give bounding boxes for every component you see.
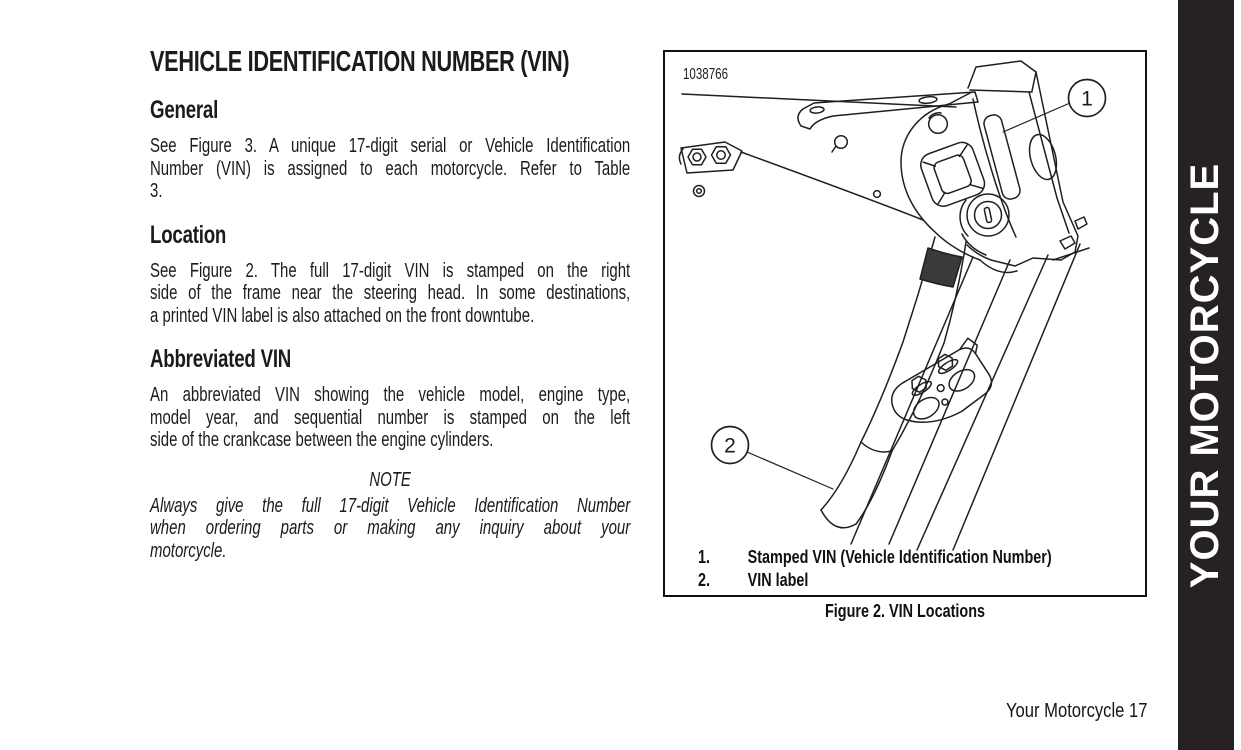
section-body-location: See Figure 2. The full 17-digit VIN is s… [150,260,630,328]
callout-1-leader [1002,102,1071,133]
figure-caption: Figure 2. VIN Locations [824,601,986,621]
text-line: See Figure 2. The full 17-digit VIN is s… [150,259,631,282]
downtube-collar-band [919,247,963,288]
text-line: Always give the full 17-digit Vehicle Id… [150,494,631,517]
casting-neck [979,259,1018,274]
frame-diagonal-line [740,151,924,221]
callout-2-badge [710,425,750,465]
page-title: VEHICLE IDENTIFICATION NUMBER (VIN) [150,46,570,78]
section-heading-general: General [150,96,219,124]
text-line: Number (VIN) is assigned to each motorcy… [150,157,631,180]
text-line: side of the crankcase between the engine… [150,429,494,451]
section-heading-abbreviated-vin: Abbreviated VIN [150,345,292,373]
legend-item-label: VIN label [747,570,809,590]
text-line: a printed VIN label is also attached on … [150,304,535,327]
callout-2-number: 2 [724,435,736,458]
vin-label-upper-edge [860,441,893,453]
ignition-switch [959,193,1010,256]
frame-tube-line [681,93,957,108]
text-line: motorcycle. [150,539,227,562]
text-line: See Figure 3. A unique 17-digit serial o… [150,135,631,157]
figure-legend: 1. Stamped VIN (Vehicle Identification N… [698,546,1137,592]
text-line: 3. [150,180,163,202]
downtube-clamp-bracket [890,337,993,423]
vin-label-end-cap [820,509,857,529]
engine-mount-nuts [678,141,743,198]
legend-item: 2. VIN label [698,569,1137,592]
figure-image-number: 1038766 [683,66,728,83]
legend-item: 1. Stamped VIN (Vehicle Identification N… [698,546,1137,569]
casting-oval-opening [1028,133,1058,181]
callout-2-leader [746,451,834,490]
page-footer: Your Motorcycle 17 [1005,700,1147,722]
legend-item-number: 1. [698,547,711,567]
chapter-tab: YOUR MOTORCYCLE [1178,0,1234,750]
section-body-abbreviated-vin: An abbreviated VIN showing the vehicle m… [150,384,630,452]
note-body: Always give the full 17-digit Vehicle Id… [150,495,630,563]
section-body-general: See Figure 3. A unique 17-digit serial o… [150,135,630,203]
text-line: when ordering parts or making any inquir… [150,517,631,539]
vin-stamp-pad [983,114,1021,200]
article-column: VEHICLE IDENTIFICATION NUMBER (VIN) Gene… [150,46,630,562]
section-heading-location: Location [150,220,227,249]
callout-1-number: 1 [1081,88,1093,111]
steering-head-casting [927,60,1090,267]
text-line: An abbreviated VIN showing the vehicle m… [150,384,631,406]
figure-box: 1038766 1 2 1. Stamped VIN (Vehicle Iden… [663,50,1147,597]
legend-item-number: 2. [698,570,711,590]
note-heading: NOTE [369,468,411,491]
vin-locations-illustration: 1038766 1 2 [678,60,1107,551]
frame-rivet [831,134,882,199]
tank-mount-bracket [797,91,979,130]
rear-downtubes [850,243,1081,551]
steering-head-rear-lobe [900,91,986,261]
text-line: side of the frame near the steering head… [150,282,631,304]
legend-item-label: Stamped VIN (Vehicle Identification Numb… [747,547,1052,567]
chapter-tab-label: YOUR MOTORCYCLE [1183,162,1228,588]
text-line: model year, and sequential number is sta… [150,406,631,429]
callout-1-badge [1067,78,1107,118]
front-downtube [820,236,967,529]
